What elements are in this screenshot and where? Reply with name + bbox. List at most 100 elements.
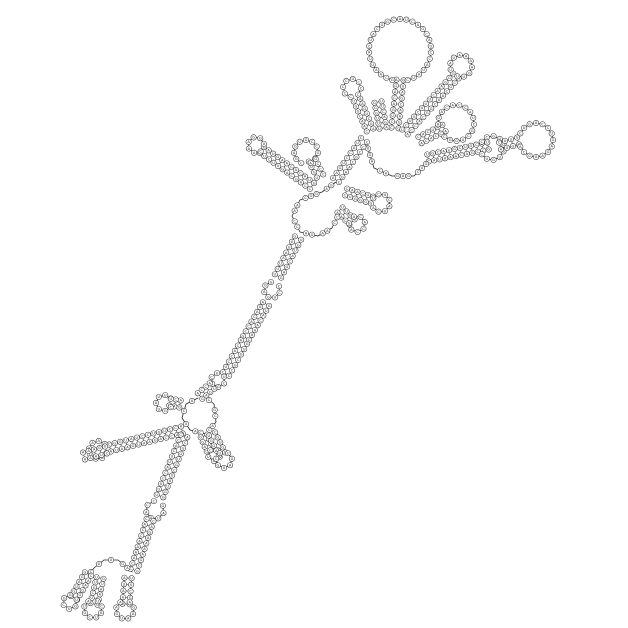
nucleotide-circle bbox=[70, 588, 77, 595]
nucleotide-circle bbox=[238, 351, 245, 358]
nucleotide: U bbox=[270, 159, 277, 166]
nucleotide-letter: C bbox=[417, 170, 420, 174]
nucleotide-letter: C bbox=[169, 427, 172, 431]
nucleotide-circle bbox=[297, 170, 304, 177]
nucleotide-letter: G bbox=[178, 406, 181, 410]
nucleotide-circle bbox=[163, 434, 170, 441]
nucleotide-letter: G bbox=[217, 463, 220, 467]
nucleotide-letter: C bbox=[365, 130, 368, 134]
nucleotide-circle bbox=[363, 139, 370, 146]
nucleotide-letter: G bbox=[394, 84, 397, 88]
nucleotide-letter: C bbox=[388, 198, 391, 202]
nucleotide-letter: U bbox=[449, 68, 452, 72]
nucleotide-letter: G bbox=[93, 586, 96, 590]
nucleotide-letter: C bbox=[237, 344, 240, 348]
nucleotide-letter: A bbox=[305, 232, 308, 236]
nucleotide: U bbox=[81, 603, 88, 610]
nucleotide-circle bbox=[98, 451, 105, 458]
nucleotide-letter: G bbox=[317, 151, 320, 155]
nucleotide: U bbox=[306, 176, 313, 183]
nucleotide: A bbox=[136, 538, 143, 545]
nucleotide-letter: U bbox=[120, 617, 123, 621]
nucleotide-circle bbox=[108, 557, 114, 563]
nucleotide-circle bbox=[359, 118, 366, 125]
nucleotide-letter: A bbox=[399, 115, 402, 119]
nucleotide-letter: G bbox=[375, 111, 378, 115]
nucleotide-letter: G bbox=[164, 409, 167, 413]
nucleotide-letter: U bbox=[506, 146, 509, 150]
nucleotide-letter: C bbox=[145, 517, 148, 521]
nucleotide: A bbox=[178, 423, 185, 430]
nucleotide-circle bbox=[355, 108, 362, 115]
nucleotide-circle bbox=[259, 299, 266, 306]
nucleotide-letter: C bbox=[100, 605, 103, 609]
nucleotide: G bbox=[72, 603, 79, 610]
nucleotide: G bbox=[100, 575, 107, 582]
nucleotide-circle bbox=[410, 74, 417, 81]
nucleotide: C bbox=[375, 208, 382, 215]
nucleotide-letter: A bbox=[234, 349, 237, 353]
nucleotide-letter: A bbox=[361, 102, 364, 106]
nucleotide-letter: A bbox=[500, 148, 503, 152]
nucleotide-circle bbox=[356, 149, 363, 156]
nucleotide: U bbox=[205, 432, 212, 439]
nucleotide-circle bbox=[298, 160, 305, 167]
nucleotide-circle bbox=[339, 204, 346, 211]
nucleotide-letter: G bbox=[158, 430, 161, 434]
nucleotide: A bbox=[467, 57, 474, 64]
nucleotide: C bbox=[313, 143, 320, 150]
nucleotide-letter: C bbox=[248, 338, 251, 342]
nucleotide-letter: A bbox=[385, 172, 388, 176]
nucleotide: C bbox=[291, 218, 298, 225]
nucleotide-letter: C bbox=[138, 564, 141, 568]
nucleotide-circle bbox=[295, 242, 302, 249]
nucleotide: C bbox=[334, 214, 341, 221]
nucleotide: A bbox=[294, 202, 301, 209]
nucleotide-letter: U bbox=[380, 100, 383, 104]
nucleotide-circle bbox=[227, 462, 234, 469]
nucleotide-letter: G bbox=[313, 170, 316, 174]
nucleotide: A bbox=[265, 147, 272, 154]
nucleotide-letter: A bbox=[285, 251, 288, 255]
nucleotide-letter: C bbox=[170, 405, 173, 409]
nucleotide: G bbox=[70, 588, 77, 595]
nucleotide: C bbox=[207, 447, 214, 454]
nucleotide-letter: G bbox=[140, 558, 143, 562]
nucleotide-letter: U bbox=[349, 195, 352, 199]
nucleotide: U bbox=[296, 138, 303, 145]
nucleotide-letter: U bbox=[135, 436, 138, 440]
nucleotide-circle bbox=[311, 169, 318, 176]
nucleotide-letter: C bbox=[359, 150, 362, 154]
nucleotide: G bbox=[257, 135, 264, 142]
nucleotide-letter: C bbox=[366, 140, 369, 144]
nucleotide-letter: U bbox=[263, 142, 266, 146]
nucleotide-circle bbox=[521, 149, 528, 156]
nucleotide-letter: A bbox=[143, 441, 146, 445]
nucleotide-circle bbox=[221, 380, 228, 387]
nucleotide: A bbox=[160, 510, 167, 517]
nucleotide-circle bbox=[483, 155, 490, 162]
nucleotide-circle bbox=[121, 574, 128, 581]
nucleotide-letter: C bbox=[228, 374, 231, 378]
nucleotide-circle bbox=[330, 174, 337, 181]
nucleotide-letter: A bbox=[442, 149, 445, 153]
nucleotide-letter: C bbox=[179, 433, 182, 437]
nucleotide-circle bbox=[293, 156, 300, 162]
nucleotide: G bbox=[424, 109, 431, 116]
nucleotide-circle bbox=[278, 274, 285, 281]
nucleotide: A bbox=[98, 586, 105, 593]
nucleotide-letter: U bbox=[276, 267, 279, 271]
nucleotide-letter: G bbox=[313, 181, 316, 185]
nucleotide-circle bbox=[456, 52, 463, 59]
nucleotide-letter: G bbox=[280, 276, 283, 280]
nucleotide-circle bbox=[118, 615, 125, 622]
nucleotide-circle bbox=[439, 92, 446, 99]
nucleotide: G bbox=[91, 584, 98, 591]
nucleotide: C bbox=[297, 170, 304, 177]
nucleotide-circle bbox=[415, 109, 422, 116]
nucleotide: A bbox=[245, 138, 252, 145]
nucleotide-circle bbox=[386, 196, 393, 203]
nucleotide-letter: A bbox=[145, 542, 148, 546]
nucleotide-letter: A bbox=[388, 204, 391, 208]
nucleotide-letter: U bbox=[96, 603, 99, 607]
